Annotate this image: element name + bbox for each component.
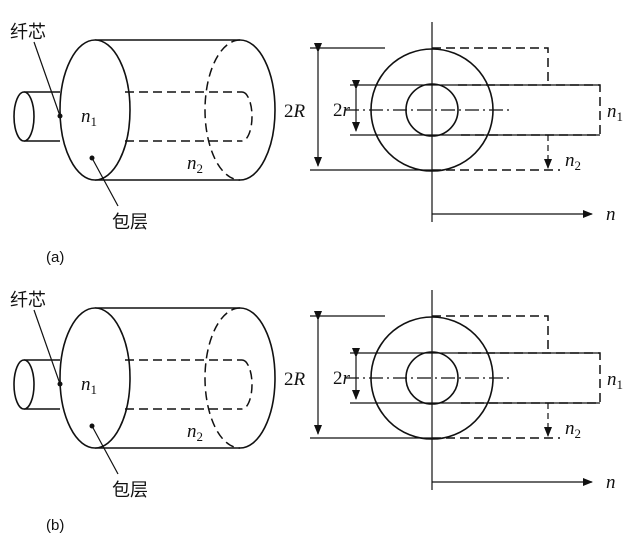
outer-diameter-label: 2R <box>284 101 306 122</box>
cladding-front-face <box>59 39 131 181</box>
core-label: 纤芯 <box>10 290 46 310</box>
profile-core-step <box>458 352 601 404</box>
profile-n2-label: n2 <box>565 150 581 173</box>
profile-cladding-step <box>432 47 549 85</box>
profile-n1-label: n1 <box>607 101 623 124</box>
cross-section-drawing <box>310 290 601 490</box>
core-circle <box>405 83 459 137</box>
core-front-face <box>13 359 35 410</box>
panel-a-caption: (a) <box>46 249 64 266</box>
profile-cladding-step <box>432 315 549 353</box>
cladding-right-end-hidden <box>204 39 241 181</box>
cladding-leader-line <box>91 425 119 475</box>
profile-axis-label: n <box>606 204 616 225</box>
cladding-right-end-solid <box>239 39 276 181</box>
core-hidden-end <box>241 91 253 142</box>
cladding-leader-dot <box>89 423 95 429</box>
cladding-circle <box>370 316 494 440</box>
fiber-3d-drawing <box>13 307 276 475</box>
panel-b-caption: (b) <box>46 517 64 534</box>
core-circle <box>405 351 459 405</box>
profile-core-step <box>458 84 601 136</box>
core-leader-dot <box>57 113 63 119</box>
core-index-label: n1 <box>81 106 97 129</box>
core-leader-line <box>33 309 61 385</box>
profile-axis-label: n <box>606 472 616 493</box>
cladding-label: 包层 <box>112 212 148 232</box>
core-leader-line <box>33 41 61 117</box>
cladding-leader-dot <box>89 155 95 161</box>
cladding-index-label: n2 <box>187 421 203 444</box>
outer-diameter-label: 2R <box>284 369 306 390</box>
cladding-front-face <box>59 307 131 449</box>
cladding-right-end-solid <box>239 307 276 449</box>
cross-section-drawing <box>310 22 601 222</box>
cladding-index-label: n2 <box>187 153 203 176</box>
cladding-leader-line <box>91 157 119 207</box>
core-leader-dot <box>57 381 63 387</box>
core-front-face <box>13 91 35 142</box>
panel-b: 纤芯 包层 n1 n2 2R 2r n1 n2 n (b) <box>10 290 623 534</box>
core-diameter-label: 2r <box>333 100 351 121</box>
cladding-right-end-hidden <box>204 307 241 449</box>
panel-a: 纤芯 包层 n1 n2 2R 2r n1 n2 n (a) <box>10 22 623 266</box>
fiber-3d-drawing <box>13 39 276 207</box>
profile-n1-label: n1 <box>607 369 623 392</box>
core-label: 纤芯 <box>10 22 46 42</box>
profile-n2-label: n2 <box>565 418 581 441</box>
core-index-label: n1 <box>81 374 97 397</box>
cladding-label: 包层 <box>112 480 148 500</box>
core-diameter-label: 2r <box>333 368 351 389</box>
core-hidden-end <box>241 359 253 410</box>
cladding-circle <box>370 48 494 172</box>
